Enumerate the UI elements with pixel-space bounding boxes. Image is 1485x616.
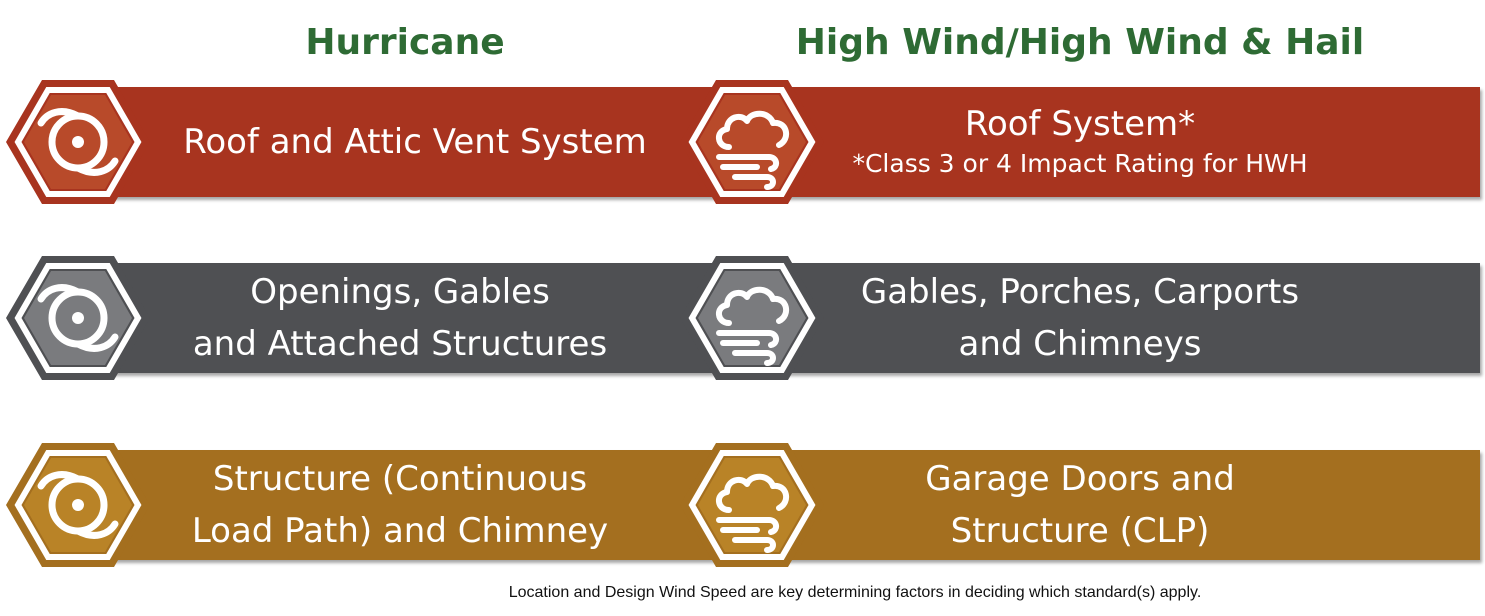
hurricane-icon xyxy=(3,440,153,570)
hurricane-icon xyxy=(3,253,153,383)
high-wind-cell: Roof System* *Class 3 or 4 Impact Rating… xyxy=(800,87,1360,197)
high-wind-line: Roof System* xyxy=(964,104,1196,144)
high-wind-line: Gables, Porches, Carports xyxy=(860,272,1300,312)
hurricane-cell: Roof and Attic Vent System xyxy=(150,87,680,197)
high-wind-cell: Garage Doors and Structure (CLP) xyxy=(810,450,1350,560)
column-header-high-wind: High Wind/High Wind & Hail xyxy=(795,22,1365,63)
high-wind-note: *Class 3 or 4 Impact Rating for HWH xyxy=(852,149,1308,178)
high-wind-line: and Chimneys xyxy=(958,324,1202,364)
footnote: Location and Design Wind Speed are key d… xyxy=(508,584,1202,601)
hurricane-line: Load Path) and Chimney xyxy=(191,511,609,551)
wind-cloud-icon xyxy=(677,77,827,207)
hurricane-icon xyxy=(3,77,153,207)
hurricane-line: and Attached Structures xyxy=(192,324,608,364)
high-wind-line: Structure (CLP) xyxy=(950,511,1210,551)
high-wind-line: Garage Doors and xyxy=(925,459,1235,499)
hurricane-cell: Openings, Gables and Attached Structures xyxy=(150,263,650,373)
wind-cloud-icon xyxy=(677,440,827,570)
column-header-hurricane: Hurricane xyxy=(305,22,505,63)
high-wind-cell: Gables, Porches, Carports and Chimneys xyxy=(810,263,1350,373)
hurricane-cell: Structure (Continuous Load Path) and Chi… xyxy=(150,450,650,560)
wind-cloud-icon xyxy=(677,253,827,383)
hurricane-line: Structure (Continuous xyxy=(212,459,588,499)
hurricane-line: Roof and Attic Vent System xyxy=(183,122,647,162)
hurricane-line: Openings, Gables xyxy=(250,272,550,312)
